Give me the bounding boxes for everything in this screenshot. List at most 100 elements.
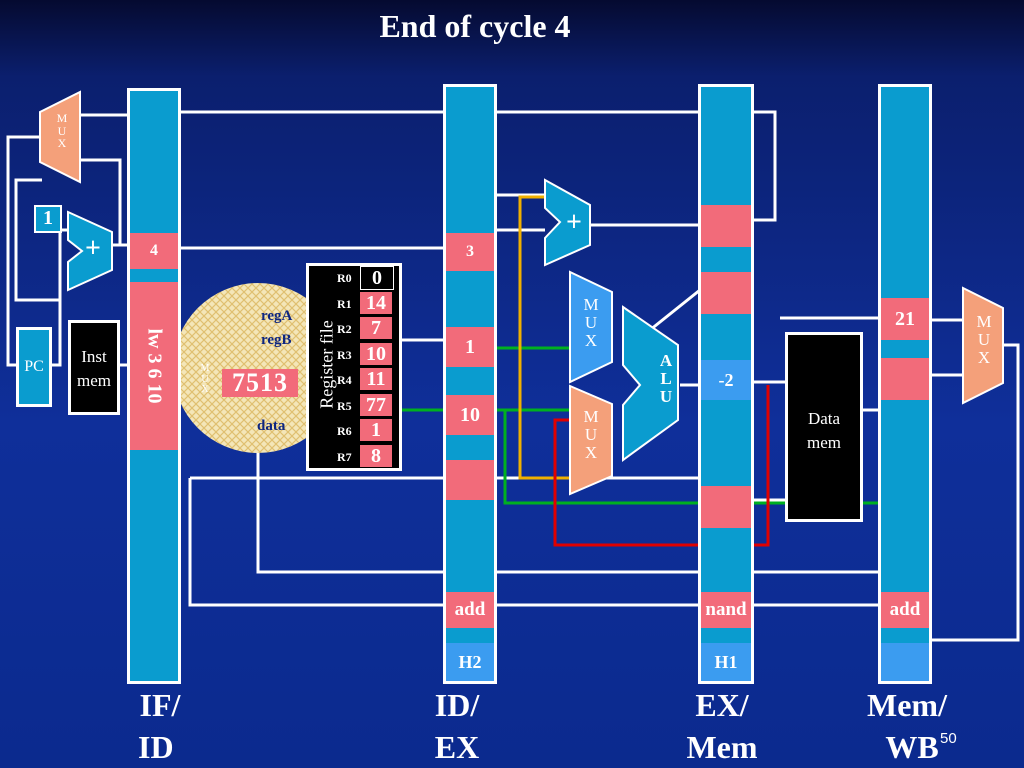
register-value: 8	[360, 444, 392, 467]
mux-letter: U	[201, 373, 209, 385]
mux-letter: M	[56, 111, 68, 125]
stage-label-line: ID/	[434, 687, 480, 723]
ex-mem-hazard: H1	[701, 643, 751, 681]
branch-adder-plus: +	[566, 207, 582, 238]
wire-wb-loop	[930, 343, 1020, 642]
stage-label-line: ID	[138, 729, 174, 765]
fetch-mux-label: M U X	[52, 112, 72, 150]
mux-letter: U	[584, 424, 598, 444]
increment-constant: 1	[34, 205, 62, 233]
mux-letter: M	[583, 407, 599, 426]
mem-wb-dest	[881, 358, 929, 400]
ex-mem-op: nand	[701, 592, 751, 628]
ex-mem-alu-result: -2	[701, 360, 751, 400]
regB-label: regB	[261, 332, 292, 348]
register-value: 11	[360, 368, 392, 390]
alu-letter: U	[659, 386, 673, 406]
mux-letter: M	[976, 312, 992, 331]
stage-label-if-id: IF/ ID	[120, 684, 200, 768]
wire-long-bottom-1	[188, 478, 445, 607]
register-value: 0	[360, 266, 394, 290]
mux-letter: U	[57, 123, 67, 138]
mux-letter: X	[584, 330, 598, 350]
stage-label-line: IF/	[139, 687, 181, 723]
register-value: 14	[360, 291, 392, 314]
id-ex-offset	[446, 460, 494, 500]
wire-data-loop	[256, 420, 880, 574]
zoom-register-values: 7513	[222, 369, 298, 397]
register-name: R6	[337, 424, 352, 438]
fetch-mux-shape	[39, 90, 81, 184]
register-name: R4	[337, 373, 352, 387]
inst-mem-label-2: mem	[77, 371, 111, 390]
id-ex-regB-value: 10	[446, 395, 494, 435]
forward-green-wire-3	[503, 410, 880, 505]
stage-label-ex-mem: EX/ Mem	[672, 684, 772, 768]
pc-register: PC	[16, 327, 52, 407]
regA-label: regA	[261, 308, 293, 324]
mux-letter: M	[200, 363, 210, 374]
register-zoom-circle	[173, 283, 343, 453]
stage-label-line: EX/	[695, 687, 749, 723]
register-name: R1	[337, 296, 352, 311]
branch-adder-shape	[544, 178, 591, 267]
if-id-instruction: lw 3 6 10	[130, 282, 178, 450]
alu-shape	[622, 305, 679, 462]
register-value: 1	[360, 419, 392, 441]
mux-letter: U	[977, 329, 991, 349]
register-name: R7	[337, 449, 352, 464]
alu-label: A L U	[656, 352, 676, 406]
ex-mux-bottom-label: M U X	[578, 408, 604, 462]
mux-letter: U	[584, 312, 598, 332]
if-id-pc-plus-one: 4	[130, 233, 178, 269]
pc-label: PC	[24, 358, 44, 375]
mux-letter: X	[201, 384, 209, 395]
instruction-memory: Inst mem	[68, 320, 120, 415]
data-label: data	[257, 418, 286, 434]
if-id-instruction-text: lw 3 6 10	[143, 328, 166, 404]
mux-letter: X	[977, 347, 991, 367]
ex-mem-write-data	[701, 486, 751, 528]
slide-title: End of cycle 4	[379, 8, 571, 44]
alu-letter: L	[660, 368, 672, 388]
wire-exmem-top-to-alu	[649, 288, 701, 332]
decode-mux-label: M U X	[198, 363, 212, 396]
forward-yellow-wire	[518, 195, 572, 480]
wire-pc-loop	[14, 178, 62, 367]
id-ex-latch	[443, 84, 497, 684]
ex-mux-top-shape	[569, 270, 613, 384]
mux-letter: X	[57, 136, 67, 151]
mux-letter: X	[584, 442, 598, 462]
register-value: 10	[360, 342, 392, 365]
mem-wb-hazard	[881, 643, 929, 681]
wb-mux-shape	[962, 286, 1004, 405]
register-value: 77	[360, 393, 392, 416]
register-name: R0	[337, 271, 352, 285]
mem-wb-write-data: 21	[881, 298, 929, 340]
page-number: 50	[940, 730, 957, 747]
register-name: R2	[337, 322, 352, 336]
register-file-title: Register file	[316, 320, 337, 409]
data-mem-label-2: mem	[807, 433, 841, 452]
id-ex-hazard: H2	[446, 643, 494, 681]
ex-mem-branch-target	[701, 205, 751, 247]
mem-wb-op: add	[881, 592, 929, 628]
id-ex-regA-value: 1	[446, 327, 494, 367]
wb-mux-label: M U X	[972, 313, 996, 367]
stage-label-line: Mem/	[867, 687, 947, 723]
inst-mem-label-1: Inst	[81, 347, 107, 366]
ex-mem-eq	[701, 272, 751, 314]
stage-label-line: Mem	[686, 729, 758, 765]
wire-mux-to-pc	[6, 135, 42, 367]
id-ex-pc-plus-one: 3	[446, 233, 494, 271]
increment-constant-value: 1	[43, 207, 53, 229]
fetch-adder-plus: +	[85, 233, 101, 264]
register-name: R3	[337, 347, 352, 362]
stage-label-line: WB	[885, 729, 939, 765]
fetch-adder-shape	[67, 210, 113, 292]
ex-mux-bottom-shape	[569, 384, 613, 496]
id-ex-op: add	[446, 592, 494, 628]
register-name: R5	[337, 398, 352, 413]
ex-mux-top-label: M U X	[578, 296, 604, 350]
